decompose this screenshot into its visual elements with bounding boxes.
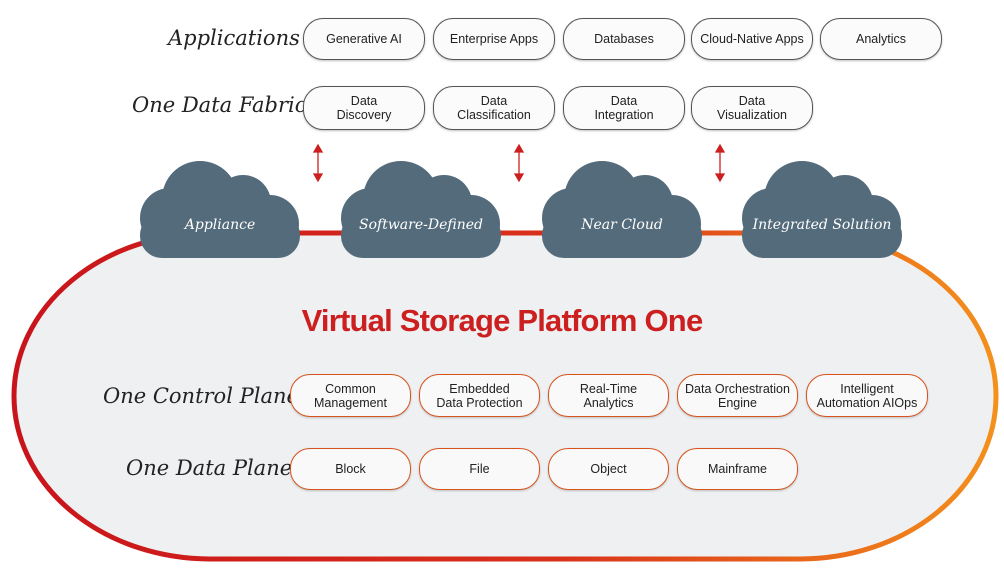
data-plane-file: File <box>419 448 540 490</box>
platform-title: Virtual Storage Platform One <box>301 303 704 338</box>
applications-label: Applications <box>168 26 300 50</box>
control-real-time-analytics: Real-Time Analytics <box>548 374 669 417</box>
app-enterprise-apps: Enterprise Apps <box>433 18 555 60</box>
cloud-label-appliance: Appliance <box>184 217 256 233</box>
app-generative-ai: Generative AI <box>303 18 425 60</box>
control-embedded-data-protection: Embedded Data Protection <box>419 374 540 417</box>
fabric-data-classification: Data Classification <box>433 86 555 130</box>
control-plane-label: One Control Plane <box>103 384 299 408</box>
arrow-discovery <box>312 143 324 183</box>
fabric-data-visualization: Data Visualization <box>691 86 813 130</box>
cloud-icon-software-defined <box>341 161 501 258</box>
cloud-label-near-cloud: Near Cloud <box>581 217 663 233</box>
control-common-management: Common Management <box>290 374 411 417</box>
cloud-icon-near-cloud <box>542 161 702 258</box>
data-plane-mainframe: Mainframe <box>677 448 798 490</box>
fabric-data-integration: Data Integration <box>563 86 685 130</box>
app-databases: Databases <box>563 18 685 60</box>
cloud-icon-integrated-solution <box>742 161 902 258</box>
data-fabric-label: One Data Fabric <box>132 93 307 117</box>
app-cloud-native-apps: Cloud-Native Apps <box>691 18 813 60</box>
control-intelligent-automation-aiops: Intelligent Automation AIOps <box>806 374 928 417</box>
arrow-visualization <box>714 143 726 183</box>
fabric-data-discovery: Data Discovery <box>303 86 425 130</box>
control-data-orchestration-engine: Data Orchestration Engine <box>677 374 798 417</box>
cloud-label-software-defined: Software-Defined <box>359 217 483 233</box>
data-plane-block: Block <box>290 448 411 490</box>
app-analytics: Analytics <box>820 18 942 60</box>
cloud-icon-appliance <box>140 161 300 258</box>
data-plane-label: One Data Plane <box>126 456 293 480</box>
cloud-label-integrated-solution: Integrated Solution <box>752 217 892 233</box>
arrow-classification <box>513 143 525 183</box>
data-plane-object: Object <box>548 448 669 490</box>
